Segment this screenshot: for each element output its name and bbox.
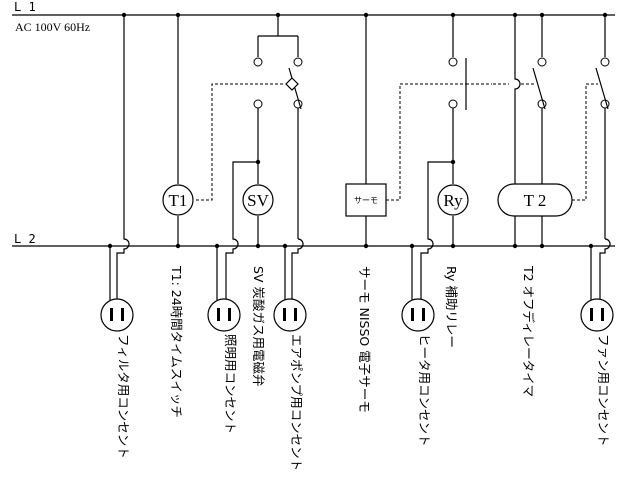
sv-valve: SV <box>242 184 274 216</box>
ry-relay: Ry <box>437 184 469 216</box>
supply-label: AC 100V 60Hz <box>15 20 90 34</box>
thermo-circuit <box>363 12 466 249</box>
fan-circuit <box>588 12 611 300</box>
sv-description: SV 炭酸ガス用電磁弁 <box>251 266 266 386</box>
filter-circuit <box>107 12 130 300</box>
ry-circuit <box>409 12 467 300</box>
filter-outlet-label: フィルタ用コンセント <box>116 334 131 459</box>
l2-label: L 2 <box>14 232 36 246</box>
airpump-outlet <box>273 298 307 332</box>
fan-outlet <box>580 298 614 332</box>
t1-description: T1: 24時間タイムスイッチ <box>169 265 184 418</box>
ry-label: Ry <box>443 191 463 210</box>
heater-outlet-label: ヒータ用コンセント <box>417 334 432 447</box>
t2-timer: T 2 <box>497 183 573 217</box>
t1-timer: T1 <box>162 184 194 216</box>
thermo-label: サーモ <box>354 196 378 205</box>
thermo-description: サーモ NISSO 電子サーモ <box>357 266 372 413</box>
ry-description: Ry 補助リレー <box>444 266 459 348</box>
t2-label: T 2 <box>524 191 547 210</box>
t1-label: T1 <box>169 191 188 210</box>
sv-label: SV <box>247 191 269 210</box>
t1-circuit <box>175 12 285 249</box>
heater-outlet <box>401 298 435 332</box>
light-outlet <box>207 298 241 332</box>
airpump-outlet-label: エアポンプ用コンセント <box>289 334 304 471</box>
fan-outlet-label: ファン用コンセント <box>596 334 611 447</box>
l1-label: L 1 <box>14 0 36 14</box>
filter-outlet <box>100 298 134 332</box>
t1-changeover-contact <box>225 12 304 300</box>
t2-circuit <box>466 12 598 249</box>
thermo-box: サーモ <box>345 183 387 217</box>
light-outlet-label: 照明用コンセント <box>223 334 238 434</box>
sv-circuit <box>255 162 261 249</box>
t2-description: T2 オフディレータイマ <box>521 265 536 397</box>
light-circuit <box>214 243 220 300</box>
